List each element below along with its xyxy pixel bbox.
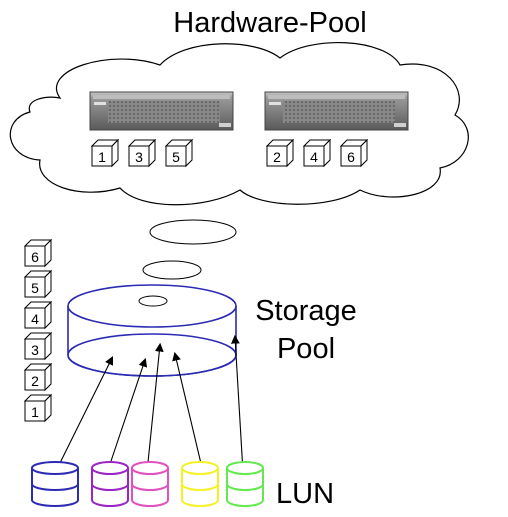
arrow-lun-2 [107,357,148,471]
stack-disk-4: 4 [23,300,53,330]
server-2-disk-4: 4 [302,138,332,168]
lun-cylinder-2 [91,461,129,507]
disk-number-label: 3 [135,149,143,165]
lun-cylinder-1 [31,461,79,507]
server-1-disk-1: 1 [90,138,120,168]
server-1-disk-5: 5 [164,138,194,168]
stack-disk-3: 3 [23,331,53,361]
thought-bubbles [142,219,237,280]
disk-number-label: 5 [31,280,39,296]
server-2-disk-6: 6 [339,138,369,168]
lun-cylinder-3 [131,461,169,507]
disk-number-label: 3 [31,342,39,358]
servers-group: 1 3 5 2 4 6 [89,91,409,168]
arrow-lun-1 [57,356,114,468]
lun-label: LUN [276,478,335,510]
server-1-disk-3: 3 [127,138,157,168]
stack-disk-5: 5 [23,269,53,299]
stack-disk-2: 2 [23,362,53,392]
thought-bubble-large [149,219,237,245]
disk-number-label: 1 [31,404,39,420]
thought-bubble-small [138,295,168,307]
disk-number-label: 6 [31,249,39,265]
disk-number-label: 4 [31,311,39,327]
lun-cylinder-4 [181,461,219,507]
disk-number-label: 2 [31,373,39,389]
server-2-disk-2: 2 [265,138,295,168]
disk-number-label: 4 [310,149,318,165]
storage-pool-label-line2: Pool [276,333,336,365]
disk-number-label: 2 [273,149,281,165]
server-2 [264,91,409,131]
lun-arrows [57,334,244,473]
storage-pool-cylinder [67,284,237,377]
disk-number-label: 1 [98,149,106,165]
disk-number-label: 6 [347,149,355,165]
thought-bubble-medium [142,260,202,280]
disk-number-label: 5 [172,149,180,165]
storage-pool-label-line1: Storage [255,295,357,327]
stack-disk-6: 6 [23,238,53,268]
server-1 [89,91,234,131]
arrow-lun-4 [172,351,204,473]
hardware-pool-title: Hardware-Pool [173,7,367,39]
stack-disk-1: 1 [23,393,53,423]
lun-cylinder-5 [226,461,264,507]
lun-group [31,461,264,507]
arrow-lun-3 [146,342,164,473]
disk-stack: 6 5 4 3 2 1 [23,238,53,423]
arrow-lun-5 [230,334,244,473]
